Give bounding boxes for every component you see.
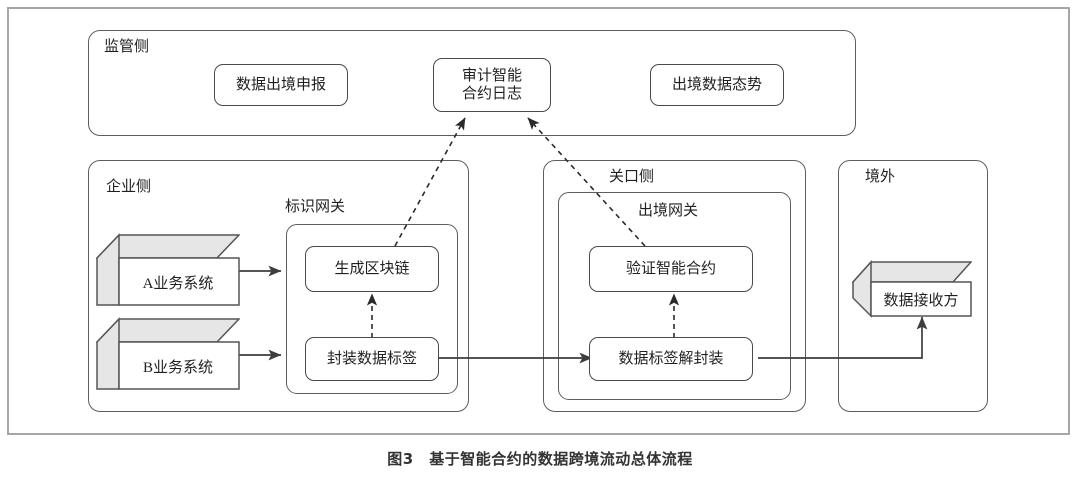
cuboid-shape-receiver (852, 260, 972, 318)
zone-exit-gateway (558, 192, 791, 400)
zone-enterprise (88, 160, 469, 412)
zone-customs (543, 160, 806, 412)
node-audit-contract-log-label-line1: 审计智能 (461, 67, 522, 84)
zone-overseas-label: 境外 (865, 169, 896, 185)
zone-exit-gateway-label: 出境网关 (638, 203, 699, 219)
node-business-system-b-label: B业务系统 (142, 359, 213, 376)
zone-regulator (88, 30, 856, 136)
node-decapsulate-data-tag-label: 数据标签解封装 (618, 350, 724, 367)
zone-customs-label: 关口侧 (609, 169, 655, 185)
figure-outer-frame (7, 7, 1070, 435)
node-export-data-situation[interactable]: 出境数据态势 (650, 64, 784, 106)
node-verify-smart-contract-label: 验证智能合约 (625, 260, 716, 277)
figure-caption: 图3 基于智能合约的数据跨境流动总体流程 (387, 450, 693, 468)
node-decapsulate-data-tag[interactable]: 数据标签解封装 (589, 337, 753, 381)
node-business-system-a-label: A业务系统 (142, 275, 214, 292)
node-encapsulate-data-tag-label: 封装数据标签 (326, 350, 417, 367)
node-encapsulate-data-tag[interactable]: 封装数据标签 (305, 337, 439, 381)
node-generate-blockchain-label: 生成区块链 (334, 260, 410, 277)
node-data-export-declaration[interactable]: 数据出境申报 (214, 64, 348, 106)
zone-enterprise-label: 企业侧 (106, 179, 152, 195)
node-export-data-situation-label: 出境数据态势 (671, 76, 762, 93)
node-generate-blockchain[interactable]: 生成区块链 (305, 246, 439, 292)
node-business-system-a[interactable]: A业务系统 (96, 233, 240, 307)
node-business-system-b[interactable]: B业务系统 (96, 317, 240, 391)
node-data-receiver-label: 数据接收方 (883, 292, 959, 309)
node-audit-contract-log[interactable]: 审计智能 合约日志 (433, 58, 551, 112)
node-data-export-declaration-label: 数据出境申报 (235, 76, 326, 93)
zone-overseas (838, 160, 988, 412)
node-verify-smart-contract[interactable]: 验证智能合约 (589, 246, 753, 292)
node-audit-contract-log-label-line2: 合约日志 (461, 86, 522, 102)
cuboid-shape-a (96, 233, 240, 306)
zone-identity-gateway (286, 224, 458, 394)
node-data-receiver[interactable]: 数据接收方 (852, 260, 972, 318)
zone-regulator-label: 监管侧 (104, 39, 150, 55)
cuboid-shape-b (96, 317, 240, 390)
zone-identity-gateway-label: 标识网关 (285, 199, 346, 215)
